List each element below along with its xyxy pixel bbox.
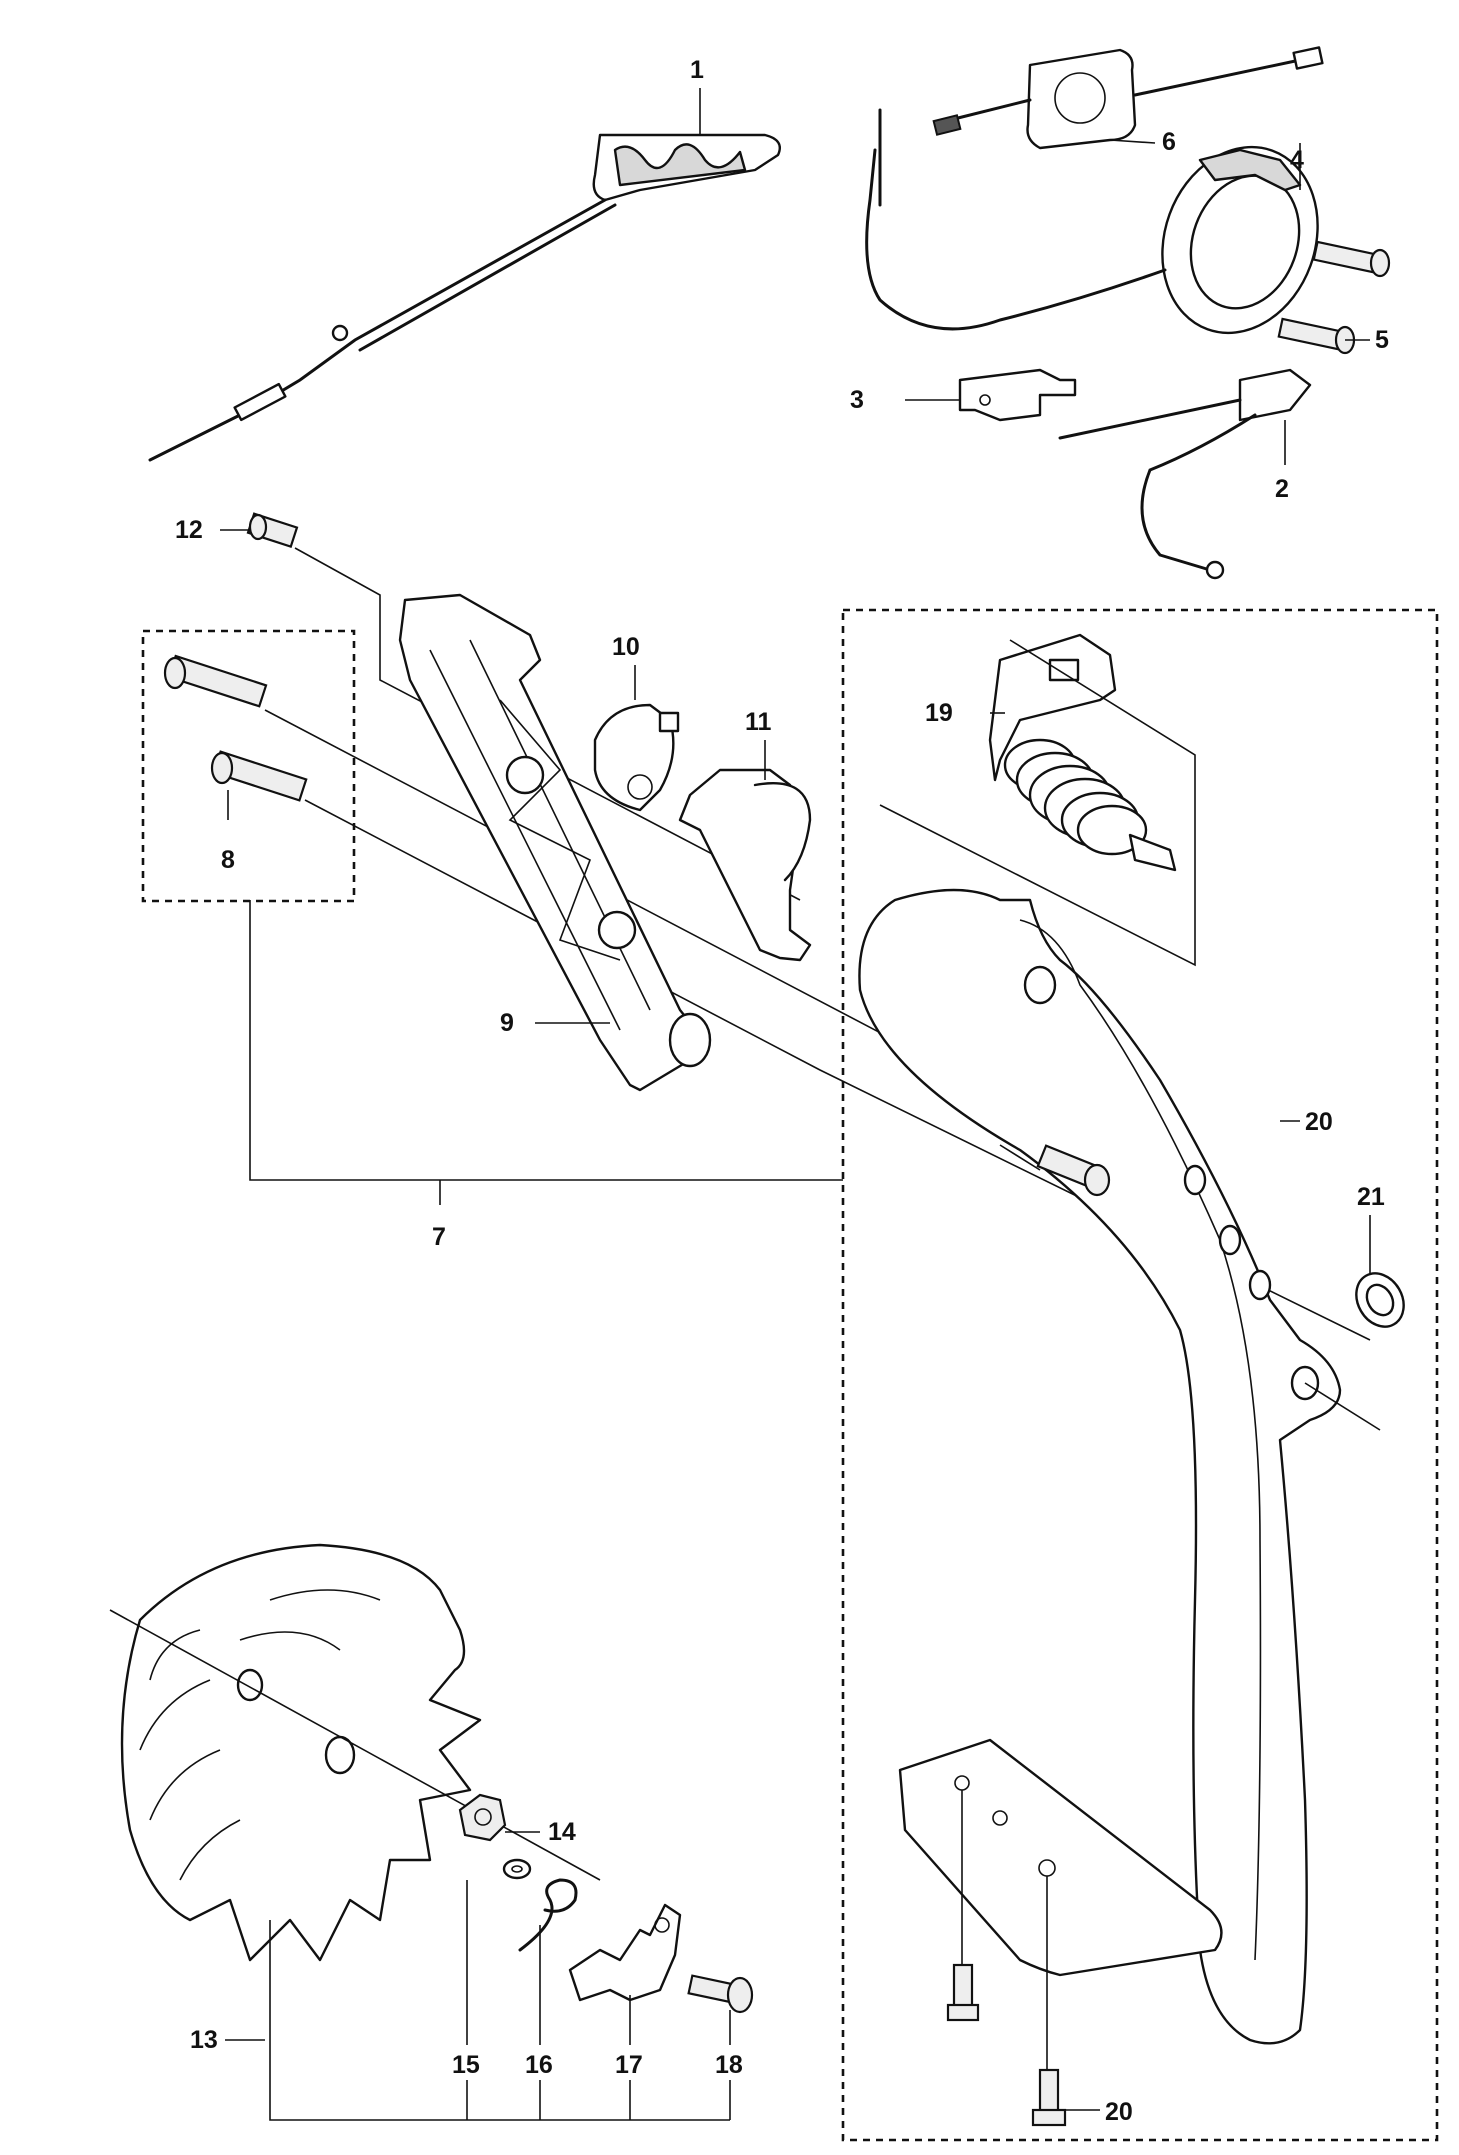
label-7: 7 [432,1223,446,1251]
label-13: 13 [190,2026,218,2054]
label-17: 17 [615,2051,643,2079]
label-10: 10 [612,633,640,661]
ignition-screws [1277,240,1391,355]
part-16-spring [518,1878,578,1952]
part-6-gasket [932,46,1324,150]
label-12: 12 [175,516,203,544]
part-18-screw [687,1974,754,2014]
part-8-dashed-group [141,629,356,903]
part-19-spring-mount [879,633,1196,967]
label-20-bottom: 20 [1105,2098,1133,2126]
label-18: 18 [715,2051,743,2079]
callout-labels: 1 6 4 5 3 2 12 10 11 19 8 9 20 7 21 14 1… [175,56,1389,2126]
label-4: 4 [1290,146,1304,174]
spring-coils [1003,738,1148,856]
label-11: 11 [745,708,772,736]
main-handle-tube [858,888,1381,2070]
label-9: 9 [500,1009,514,1037]
part-15-washer [502,1858,532,1880]
label-21: 21 [1357,1183,1385,1211]
part-4-ignition-module [865,108,1319,335]
part-13-flywheel [109,1543,601,1962]
label-20-top: 20 [1305,1108,1333,1136]
label-19: 19 [925,699,953,727]
label-1: 1 [690,56,704,84]
part-9-handle-bracket [398,593,712,1092]
part-17-pawl [568,1903,682,2002]
label-2: 2 [1275,475,1289,503]
label-16: 16 [525,2051,553,2079]
part-14-nut [458,1793,507,1842]
part-12-screw [246,512,801,901]
label-15: 15 [452,2051,480,2079]
part-11-cover [678,768,812,962]
part-1-throttle-trigger [148,133,782,462]
leader-lines [220,88,1371,2121]
part-2-switch [1058,368,1312,580]
part-20-bolts [946,1144,1111,2127]
label-8: 8 [221,846,235,874]
label-14: 14 [548,1818,576,1846]
label-6: 6 [1162,128,1176,156]
handle-dashed-group [841,608,1439,2142]
part-3-bracket [958,368,1077,422]
label-3: 3 [850,386,864,414]
part-21-grommet [1355,1272,1405,1328]
label-5: 5 [1375,326,1389,354]
part-10-cam [593,703,680,812]
